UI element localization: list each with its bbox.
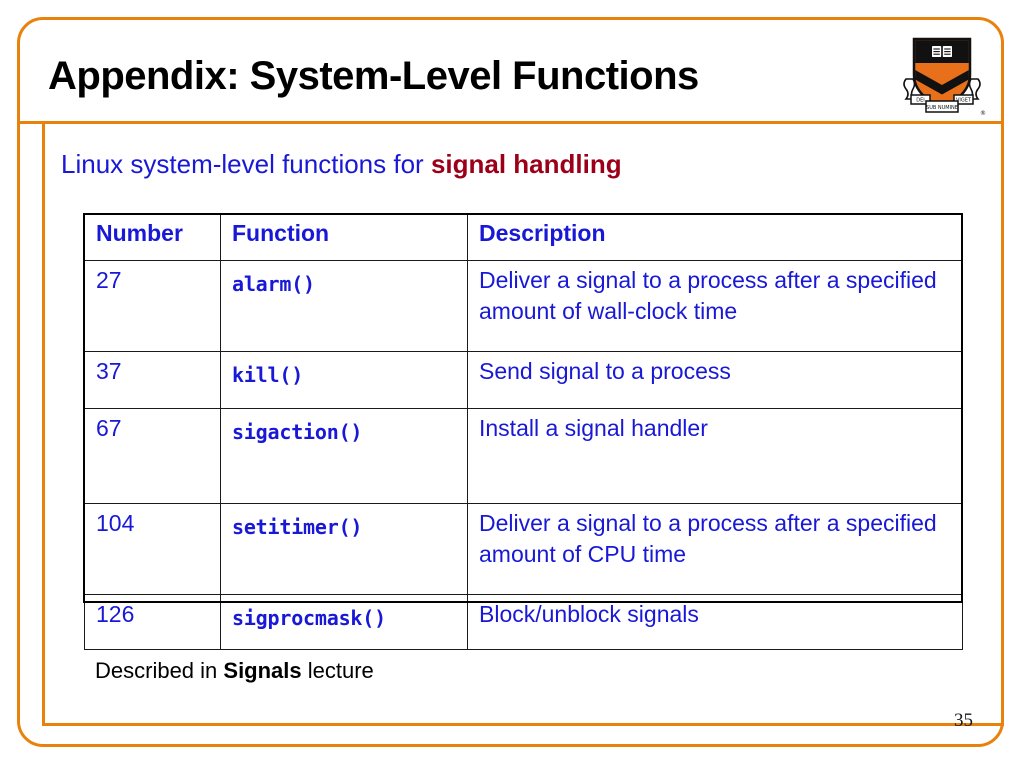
- cell-number: 67: [84, 408, 221, 504]
- footnote-trail: lecture: [301, 658, 374, 683]
- cell-description: Deliver a signal to a process after a sp…: [467, 260, 963, 352]
- body-bottom-rule: [42, 723, 1004, 726]
- svg-text:VIGET: VIGET: [956, 97, 972, 103]
- cell-description: Send signal to a process: [467, 351, 963, 409]
- cell-number: 37: [84, 351, 221, 409]
- table-row: 104 setitimer() Deliver a signal to a pr…: [84, 503, 963, 595]
- footnote-lead: Described in: [95, 658, 224, 683]
- cell-function: kill(): [220, 351, 468, 409]
- svg-text:®: ®: [980, 110, 986, 117]
- cell-number: 27: [84, 260, 221, 352]
- body-left-rule: [42, 121, 45, 726]
- cell-description: Block/unblock signals: [467, 594, 963, 650]
- system-functions-table: Number Function Description 27 alarm() D…: [84, 214, 963, 650]
- cell-number: 104: [84, 503, 221, 595]
- cell-function: alarm(): [220, 260, 468, 352]
- table-header-row: Number Function Description: [84, 214, 963, 261]
- page-number: 35: [954, 710, 973, 731]
- svg-text:SUB NUMINE: SUB NUMINE: [926, 105, 958, 111]
- cell-number: 126: [84, 594, 221, 650]
- footnote: Described in Signals lecture: [95, 658, 374, 684]
- column-header-number: Number: [84, 214, 221, 261]
- table-row: 27 alarm() Deliver a signal to a process…: [84, 260, 963, 352]
- svg-text:DEI: DEI: [916, 97, 924, 103]
- cell-description: Deliver a signal to a process after a sp…: [467, 503, 963, 595]
- subtitle: Linux system-level functions for signal …: [61, 147, 622, 181]
- table-row: 126 sigprocmask() Block/unblock signals: [84, 594, 963, 650]
- cell-description: Install a signal handler: [467, 408, 963, 504]
- table-row: 67 sigaction() Install a signal handler: [84, 408, 963, 504]
- subtitle-lead: Linux system-level functions for: [61, 149, 431, 179]
- column-header-function: Function: [220, 214, 468, 261]
- title-divider-rule: [19, 121, 1004, 124]
- page-title: Appendix: System-Level Functions: [48, 54, 699, 98]
- cell-function: sigprocmask(): [220, 594, 468, 650]
- table-row: 37 kill() Send signal to a process: [84, 351, 963, 409]
- subtitle-emphasis: signal handling: [430, 149, 622, 179]
- princeton-shield-logo: DEI SUB NUMINE VIGET ®: [903, 37, 986, 117]
- column-header-description: Description: [467, 214, 963, 261]
- cell-function: sigaction(): [220, 408, 468, 504]
- footnote-emphasis: Signals: [223, 658, 302, 683]
- cell-function: setitimer(): [220, 503, 468, 595]
